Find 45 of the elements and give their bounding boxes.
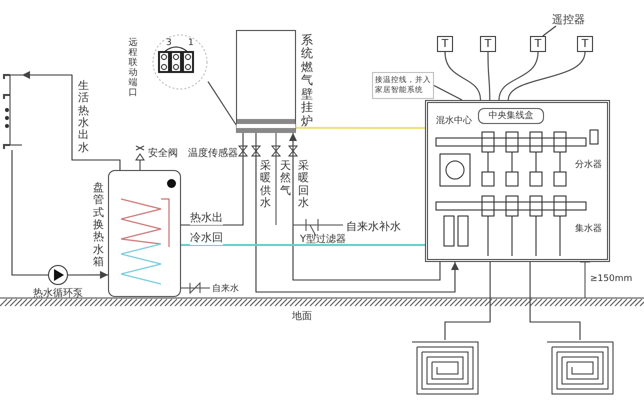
pipe-label: 自来水 [212,282,239,295]
pipe [289,133,441,281]
pipe-label: 采暖回水 [297,160,310,210]
pipe-label: 冷水回 [190,230,223,245]
ground-label: 地面 [292,310,312,323]
filter-label: Y型过滤器 [300,232,346,246]
part-label: 集水器 [575,222,602,235]
pipe [255,133,459,293]
valve-label: 安全阀 [148,146,178,160]
tank-label: 盘管式换热水箱 [92,182,105,268]
dimension-label: ≥150mm [590,274,632,284]
wire [444,52,482,100]
thermostat-box: T [530,36,546,52]
pipe-label: 生活热水出水 [77,80,90,154]
pump-label: 热水循环泵 [33,286,83,300]
pipe [181,244,425,246]
wire [508,52,586,100]
sensor-label: 温度传感器 [188,146,238,160]
pipe [11,150,48,276]
terminal-number: 1 [188,38,194,48]
part-label: 分水器 [575,158,602,171]
remote-control-label: 遥控器 [552,12,592,26]
pipe [530,262,581,340]
pipe [22,71,121,170]
leader-line [542,26,556,36]
leader-line [208,81,236,126]
thermostat-box: T [437,36,453,52]
pipe-label: 热水出 [190,210,223,225]
thermostat-box: T [480,36,496,52]
pipe [181,133,244,226]
thermostat-box: T [577,36,593,52]
pipe-label: 自来水补水 [346,219,401,234]
wire [487,52,490,100]
wire [498,52,539,100]
pipe [444,262,491,340]
leader-line [434,85,462,100]
port-label: 远程联动端口 [128,38,138,98]
boiler-label: 系统燃气壁挂炉 [300,34,314,128]
pipe [68,270,108,279]
junction-box: 中央集线盒 [478,108,544,124]
pipe-label: 天然气 [279,160,292,197]
pipe-label: 采暖供水 [259,160,272,210]
terminal-number: 3 [166,38,172,48]
pipe [296,126,425,130]
part-label: 混水中心 [436,114,472,127]
